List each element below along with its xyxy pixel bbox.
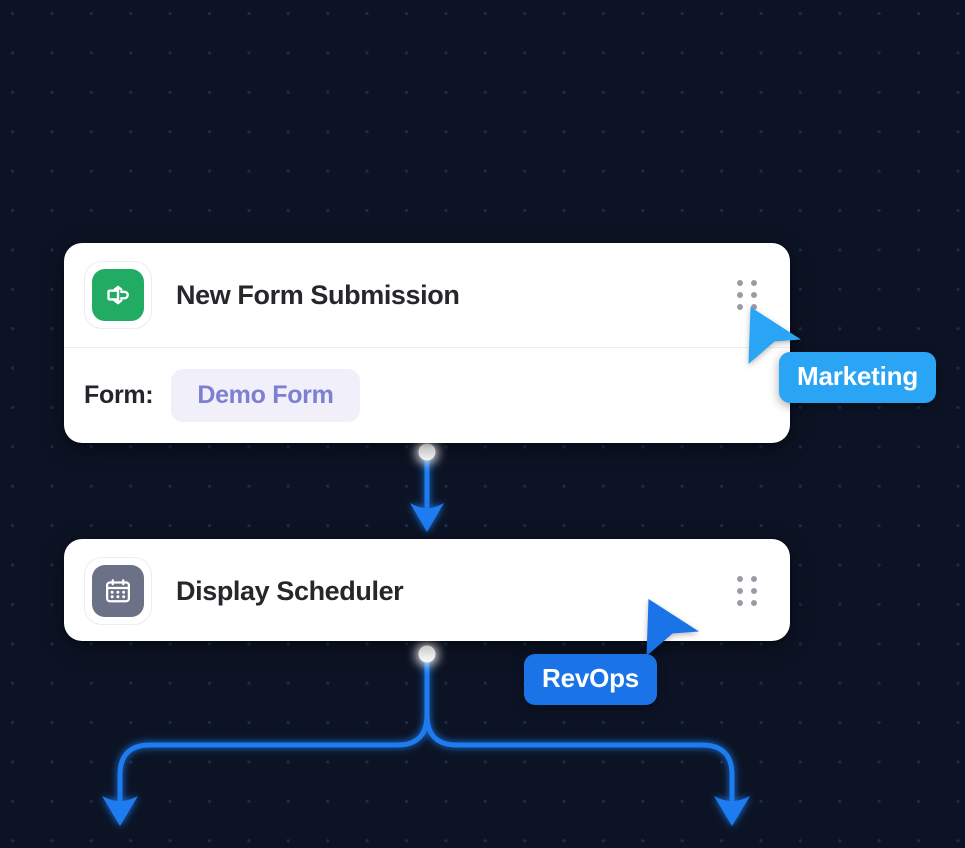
node-new-form-submission[interactable]: New Form Submission Form: Demo Form [64, 243, 790, 443]
drag-dot [751, 292, 757, 298]
edge-action-to-branch-left [117, 655, 430, 803]
arrow-down-right [714, 796, 750, 826]
form-field-label: Form: [84, 381, 154, 409]
drag-handle-dots[interactable] [737, 280, 757, 310]
form-branch-icon [92, 269, 144, 321]
arrow-down-mid [410, 503, 444, 532]
drag-dot [751, 304, 757, 310]
node-title: New Form Submission [176, 279, 460, 310]
node-field-row: Form: Demo Form [64, 348, 790, 443]
drag-dot [737, 600, 743, 606]
connector-handle-trigger [418, 443, 436, 461]
node-display-scheduler[interactable]: Display Scheduler [64, 539, 790, 641]
calendar-icon [92, 565, 144, 617]
connector-handle-action [418, 645, 436, 663]
collaborator-label-marketing: Marketing [779, 352, 937, 403]
drag-dot [737, 292, 743, 298]
arrow-down-left [102, 796, 138, 826]
collaborator-label-revops: RevOps [524, 654, 658, 705]
node-header[interactable]: Display Scheduler [64, 539, 790, 641]
drag-dot [737, 280, 743, 286]
drag-dot [751, 588, 757, 594]
node-icon-container [84, 261, 152, 329]
drag-dot [751, 280, 757, 286]
node-title: Display Scheduler [176, 575, 404, 606]
drag-dot [751, 600, 757, 606]
drag-dot [751, 576, 757, 582]
form-field-value-chip[interactable]: Demo Form [171, 369, 360, 422]
node-header[interactable]: New Form Submission [64, 243, 790, 348]
edge-action-to-branch-right [424, 712, 735, 803]
drag-dot [737, 304, 743, 310]
node-icon-container [84, 557, 152, 625]
drag-handle-dots[interactable] [737, 576, 757, 606]
drag-dot [737, 576, 743, 582]
drag-dot [737, 588, 743, 594]
